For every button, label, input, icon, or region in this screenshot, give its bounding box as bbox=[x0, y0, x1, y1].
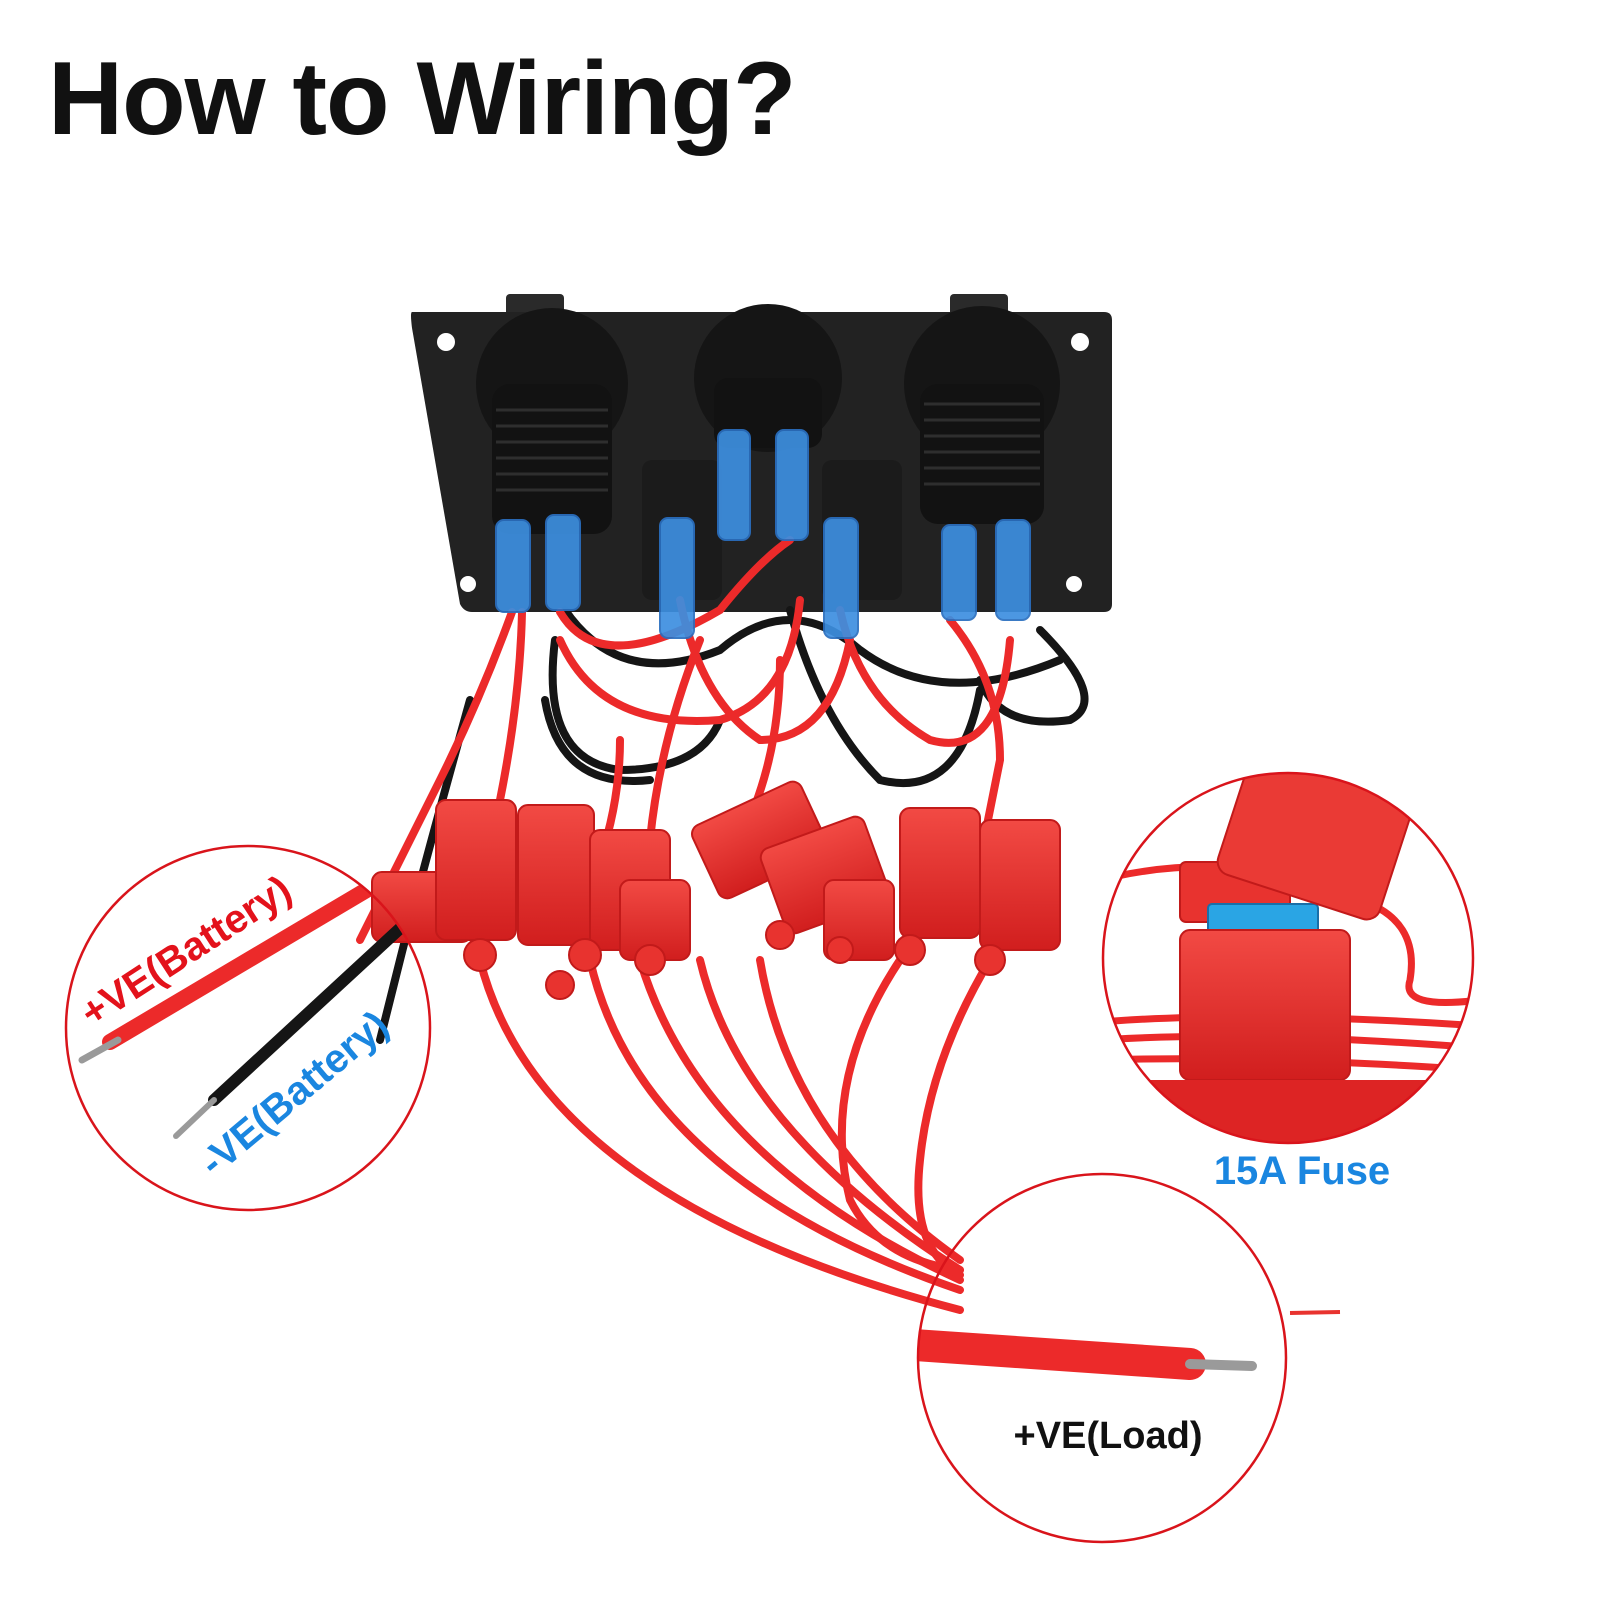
red-wires bbox=[356, 536, 1014, 1314]
fuse-holder-caps bbox=[463, 920, 1006, 1000]
spade-terminal bbox=[823, 517, 859, 639]
callout-ring bbox=[64, 844, 432, 1212]
spade-terminal bbox=[659, 517, 695, 639]
positive-load-label: +VE(Load) bbox=[1014, 1415, 1203, 1457]
fuse-callout: 15A Fuse bbox=[1101, 771, 1475, 1193]
fuse-label: 15A Fuse bbox=[1214, 1149, 1390, 1193]
load-callout: +VE(Load) bbox=[916, 1172, 1341, 1544]
callout-ring bbox=[916, 1172, 1288, 1544]
mount-hole bbox=[437, 333, 455, 351]
socket-middle bbox=[694, 304, 842, 452]
fuse-holder bbox=[899, 807, 981, 939]
mount-hole bbox=[460, 576, 476, 592]
mount-hole bbox=[1071, 333, 1089, 351]
socket-right bbox=[904, 306, 1060, 524]
spade-terminal bbox=[995, 519, 1031, 621]
spade-terminal bbox=[717, 429, 751, 541]
callout-ring bbox=[1101, 771, 1475, 1145]
fuse-holder bbox=[517, 804, 595, 946]
socket-left bbox=[476, 308, 628, 534]
mount-hole bbox=[1066, 576, 1082, 592]
spade-terminal bbox=[941, 524, 977, 621]
fuse-holders bbox=[371, 780, 1061, 961]
page-title: How to Wiring? bbox=[48, 41, 797, 157]
blue-terminals bbox=[495, 429, 1031, 639]
fuse-holder bbox=[979, 819, 1061, 951]
spade-terminal bbox=[495, 519, 531, 613]
spade-terminal bbox=[775, 429, 809, 541]
spade-terminal bbox=[545, 514, 581, 611]
fuse-holder bbox=[435, 799, 517, 941]
